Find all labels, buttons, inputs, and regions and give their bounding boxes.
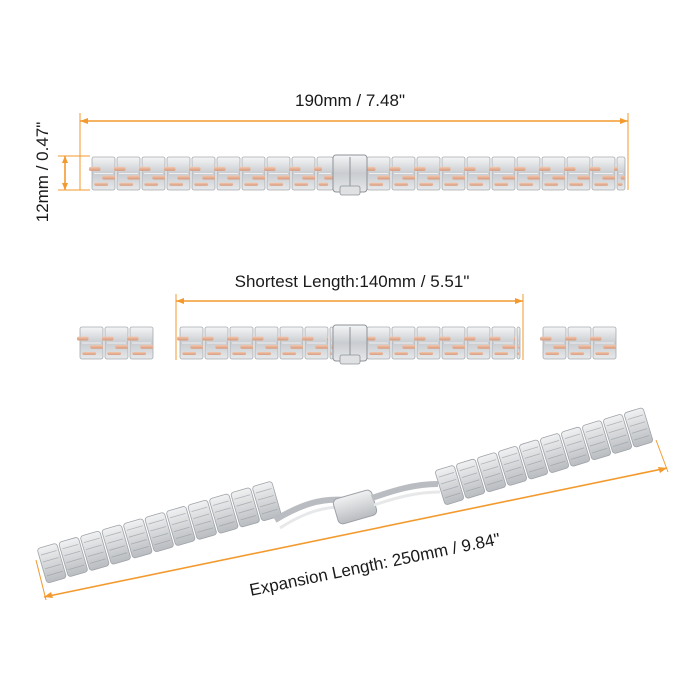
width-label: 12mm / 0.47" [33,122,52,223]
expansion-arrow-right [658,467,667,473]
total-length-label: 190mm / 7.48" [295,91,405,110]
middle-dimension-group: Shortest Length:140mm / 5.51" [77,272,617,365]
removed-links-left [77,326,154,360]
total-length-arrow-left [80,118,88,124]
expansion-length-line [43,467,668,598]
shortest-arrow-right [515,298,523,304]
bracelet-open-right [435,407,653,505]
extension-line [655,439,669,473]
shortest-length-label: Shortest Length:140mm / 5.51" [235,272,470,291]
total-length-arrow-right [620,118,628,124]
expansion-arrow-left [44,592,53,598]
removed-links-right [540,326,617,360]
bracelet-full [89,154,626,196]
butterfly-clasp-open [273,481,441,530]
shortest-arrow-left [176,298,184,304]
bracelet-shortened [177,324,521,365]
expansion-length-label: Expansion Length: 250mm / 9.84" [248,529,502,599]
extension-line [35,559,47,601]
bracelet-open-left [37,481,282,583]
top-dimension-group: 190mm / 7.48" 12mm / 0.47" [33,91,629,223]
bottom-dimension-group: Expansion Length: 250mm / 9.84" [35,407,669,601]
width-arrow-bottom [62,183,68,190]
width-arrow-top [62,156,68,163]
